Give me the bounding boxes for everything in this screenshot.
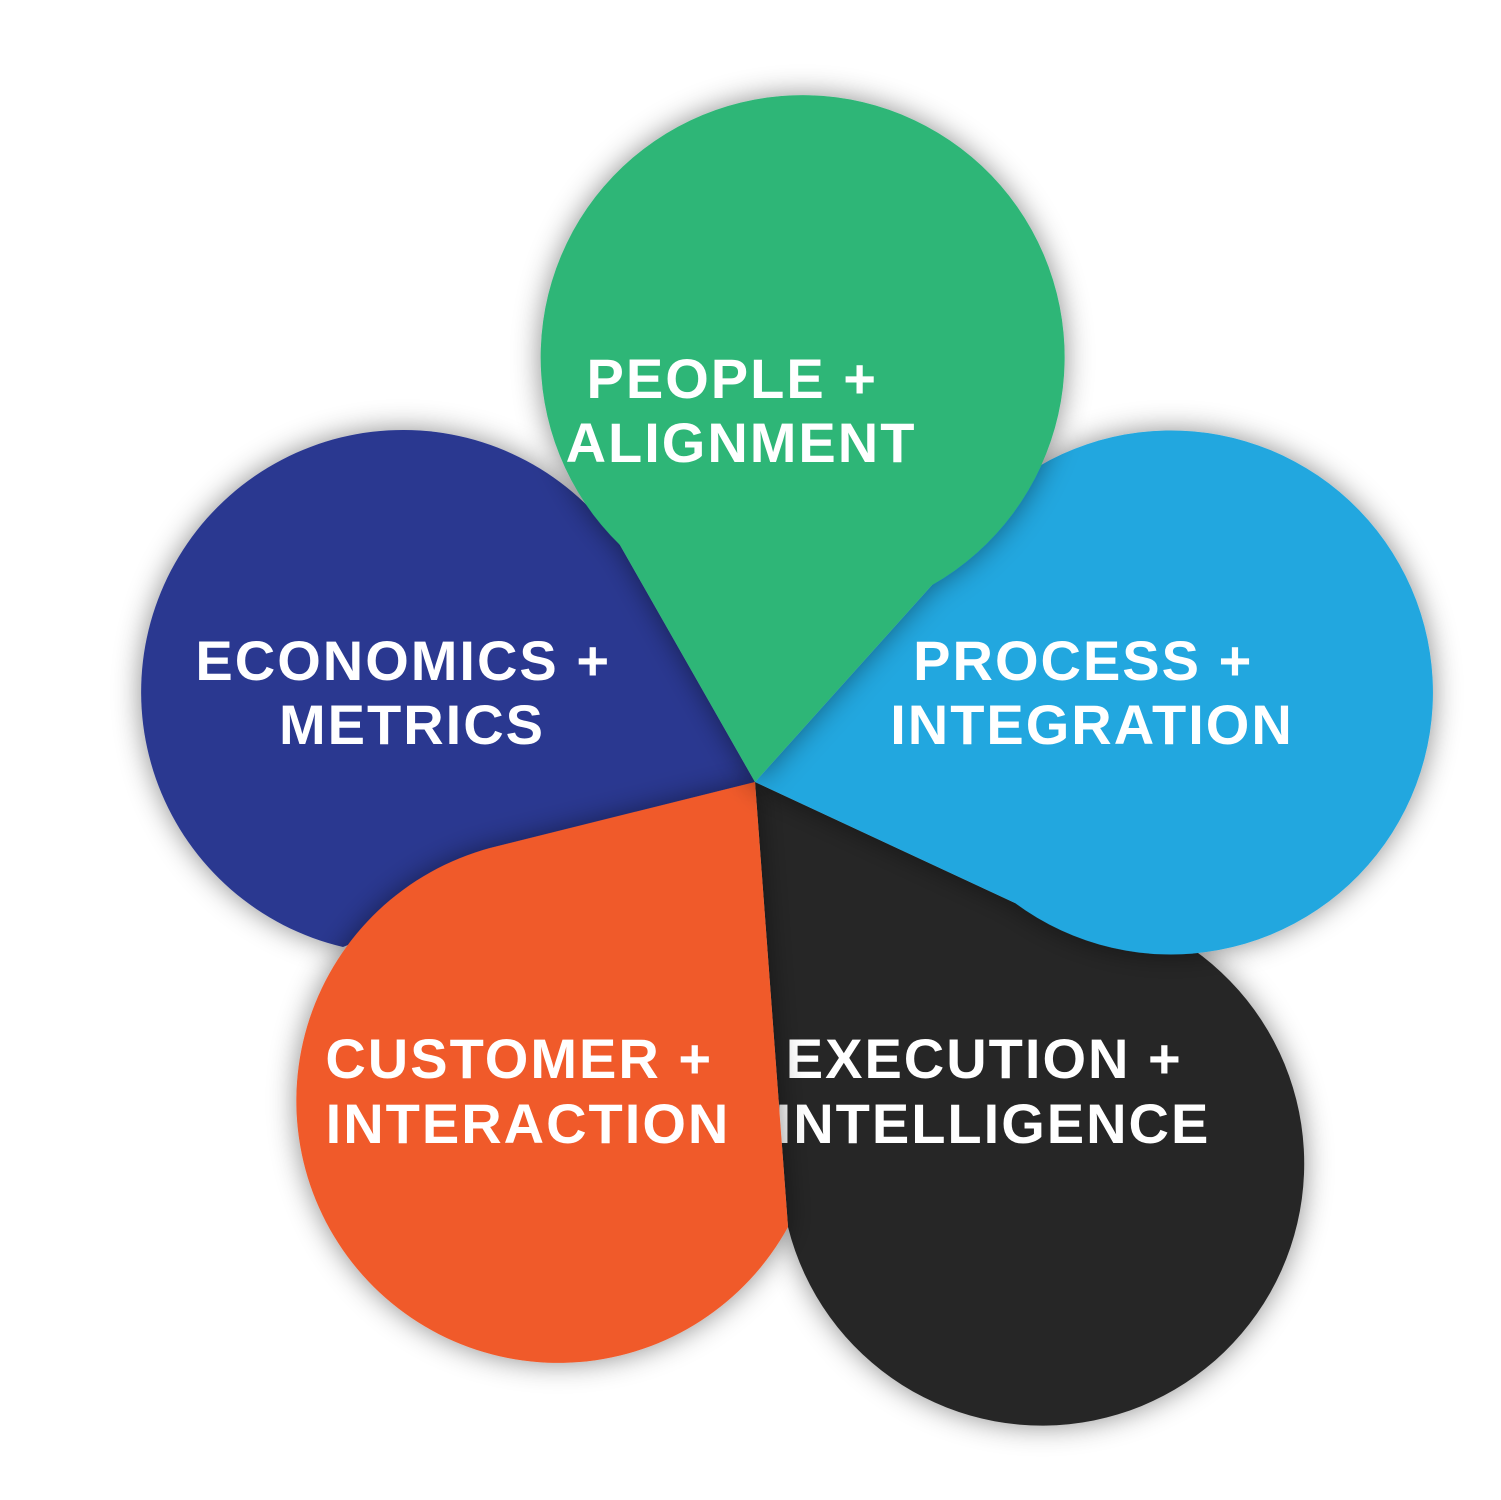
petal-process-line1: PROCESS + <box>913 629 1253 692</box>
petal-people-line1: PEOPLE + <box>587 347 878 410</box>
petal-customer-line1: CUSTOMER + <box>325 1027 713 1090</box>
petal-process-shape <box>755 430 1433 955</box>
petal-people-shape <box>540 95 1065 782</box>
petal-customer-label: CUSTOMER + INTERACTION <box>325 1027 730 1155</box>
petal-economics-line2: METRICS <box>279 693 545 756</box>
petal-economics-shape <box>141 429 755 947</box>
petal-people: PEOPLE + ALIGNMENT <box>540 95 1065 782</box>
petal-process-label: PROCESS + INTEGRATION <box>890 629 1294 756</box>
petal-people-label: PEOPLE + ALIGNMENT <box>566 347 917 474</box>
petal-economics-line1: ECONOMICS + <box>195 629 611 692</box>
petal-economics-label: ECONOMICS + METRICS <box>195 629 628 756</box>
petal-customer-shape <box>296 782 788 1363</box>
petal-economics: ECONOMICS + METRICS <box>141 429 755 947</box>
petal-execution-label: EXECUTION + INTELLIGENCE <box>776 1027 1211 1155</box>
petal-process: PROCESS + INTEGRATION <box>755 430 1433 955</box>
petal-customer: CUSTOMER + INTERACTION <box>296 782 788 1363</box>
petal-execution-line1: EXECUTION + <box>786 1027 1183 1090</box>
petal-people-line2: ALIGNMENT <box>566 411 917 474</box>
petal-customer-line2: INTERACTION <box>326 1092 731 1155</box>
petal-process-line2: INTEGRATION <box>890 693 1294 756</box>
petal-execution-line2: INTELLIGENCE <box>776 1092 1211 1155</box>
